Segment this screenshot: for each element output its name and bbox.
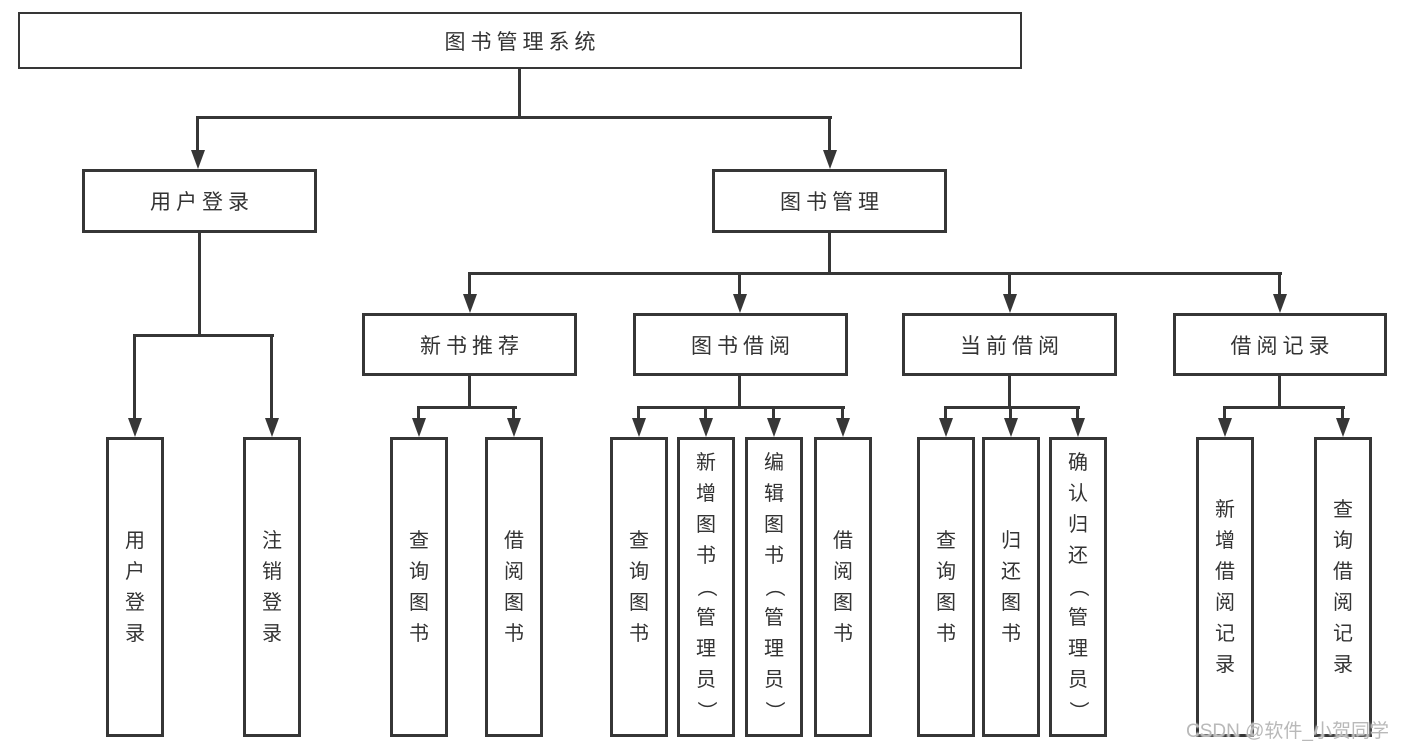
connector-leaf-stem xyxy=(944,406,947,420)
connector-book-management-stem xyxy=(828,233,831,274)
csdn-watermark: CSDN @软件_小贺同学 xyxy=(1186,721,1389,742)
connector-leaf-stem xyxy=(704,406,707,420)
connector-to-current-borrowing xyxy=(1008,272,1011,296)
arrow-down-icon xyxy=(463,294,477,313)
leaf-query-books-recommend-label: 查询图书 xyxy=(409,529,429,645)
connector-user-login-horizontal xyxy=(133,334,274,337)
node-borrowing-records-label: 借阅记录 xyxy=(1230,334,1335,358)
node-current-borrowing: 当前借阅 xyxy=(902,313,1117,376)
leaf-edit-books-admin: 编辑图书（管理员） xyxy=(745,437,803,737)
node-root-label: 图书管理系统 xyxy=(444,30,601,54)
arrow-down-icon xyxy=(823,150,837,169)
arrow-down-icon xyxy=(767,418,781,437)
leaf-add-books-admin: 新增图书（管理员） xyxy=(677,437,735,737)
node-current-borrowing-label: 当前借阅 xyxy=(960,334,1064,358)
arrow-down-icon xyxy=(1218,418,1232,437)
leaf-borrow-books-recommend: 借阅图书 xyxy=(485,437,543,737)
leaf-borrow-books-borrowing-label: 借阅图书 xyxy=(833,529,853,645)
node-new-book-recommend: 新书推荐 xyxy=(362,313,577,376)
arrow-down-icon xyxy=(507,418,521,437)
connector-leaf-stem xyxy=(512,406,515,420)
node-borrowing-records: 借阅记录 xyxy=(1173,313,1387,376)
node-book-borrowing: 图书借阅 xyxy=(633,313,848,376)
arrow-down-icon xyxy=(733,294,747,313)
connector-user-login-stem xyxy=(198,233,201,336)
connector-borrowing-records-stem xyxy=(1278,374,1281,408)
leaf-return-books: 归还图书 xyxy=(982,437,1040,737)
leaf-query-borrow-record: 查询借阅记录 xyxy=(1314,437,1372,737)
connector-new-book-horizontal xyxy=(417,406,517,409)
leaf-query-books-current: 查询图书 xyxy=(917,437,975,737)
leaf-add-borrow-record-label: 新增借阅记录 xyxy=(1215,498,1235,676)
arrow-down-icon xyxy=(128,418,142,437)
connector-level1-horizontal xyxy=(196,116,832,119)
node-root: 图书管理系统 xyxy=(18,12,1022,69)
connector-leaf-stem xyxy=(1076,406,1079,420)
connector-leaf-stem xyxy=(417,406,420,420)
leaf-query-borrow-record-label: 查询借阅记录 xyxy=(1333,498,1353,676)
connector-to-leaf-user-login xyxy=(133,334,136,419)
arrow-down-icon xyxy=(412,418,426,437)
arrow-down-icon xyxy=(1003,294,1017,313)
node-new-book-recommend-label: 新书推荐 xyxy=(420,334,524,358)
connector-current-borrowing-horizontal xyxy=(944,406,1080,409)
leaf-logout: 注销登录 xyxy=(243,437,301,737)
leaf-add-books-admin-label: 新增图书（管理员） xyxy=(695,452,717,721)
leaf-return-books-label: 归还图书 xyxy=(1001,529,1021,645)
connector-to-leaf-logout xyxy=(270,334,273,419)
leaf-borrow-books-recommend-label: 借阅图书 xyxy=(504,529,524,645)
node-book-management: 图书管理 xyxy=(712,169,947,233)
arrow-down-icon xyxy=(632,418,646,437)
arrow-down-icon xyxy=(191,150,205,169)
node-user-login: 用户登录 xyxy=(82,169,317,233)
arrow-down-icon xyxy=(699,418,713,437)
leaf-edit-books-admin-label: 编辑图书（管理员） xyxy=(763,452,785,721)
connector-to-book-management xyxy=(828,116,831,152)
leaf-query-books-current-label: 查询图书 xyxy=(936,529,956,645)
leaf-user-login: 用户登录 xyxy=(106,437,164,737)
connector-leaf-stem xyxy=(1223,406,1226,420)
leaf-query-books-borrowing: 查询图书 xyxy=(610,437,668,737)
connector-to-new-book-recommend xyxy=(468,272,471,296)
connector-new-book-stem xyxy=(468,374,471,408)
node-book-borrowing-label: 图书借阅 xyxy=(691,334,795,358)
connector-current-borrowing-stem xyxy=(1008,374,1011,408)
connector-leaf-stem xyxy=(772,406,775,420)
leaf-add-borrow-record: 新增借阅记录 xyxy=(1196,437,1254,737)
connector-book-borrowing-stem xyxy=(738,374,741,408)
arrow-down-icon xyxy=(1336,418,1350,437)
node-book-management-label: 图书管理 xyxy=(780,191,884,214)
connector-leaf-stem xyxy=(841,406,844,420)
leaf-logout-label: 注销登录 xyxy=(262,529,282,645)
leaf-borrow-books-borrowing: 借阅图书 xyxy=(814,437,872,737)
arrow-down-icon xyxy=(265,418,279,437)
node-user-login-label: 用户登录 xyxy=(150,191,254,214)
arrow-down-icon xyxy=(939,418,953,437)
connector-borrowing-records-horizontal xyxy=(1223,406,1345,409)
leaf-query-books-borrowing-label: 查询图书 xyxy=(629,529,649,645)
connector-leaf-stem xyxy=(1009,406,1012,420)
arrow-down-icon xyxy=(836,418,850,437)
connector-book-borrowing-horizontal xyxy=(637,406,845,409)
arrow-down-icon xyxy=(1071,418,1085,437)
arrow-down-icon xyxy=(1004,418,1018,437)
connector-to-book-borrowing xyxy=(738,272,741,296)
arrow-down-icon xyxy=(1273,294,1287,313)
connector-leaf-stem xyxy=(1341,406,1344,420)
leaf-confirm-return-admin: 确认归还（管理员） xyxy=(1049,437,1107,737)
connector-leaf-stem xyxy=(637,406,640,420)
connector-to-user-login xyxy=(196,116,199,152)
leaf-query-books-recommend: 查询图书 xyxy=(390,437,448,737)
leaf-confirm-return-admin-label: 确认归还（管理员） xyxy=(1067,452,1089,721)
connector-level3-horizontal xyxy=(468,272,1282,275)
connector-root-stem xyxy=(518,69,521,119)
connector-to-borrowing-records xyxy=(1278,272,1281,296)
leaf-user-login-label: 用户登录 xyxy=(125,529,145,645)
